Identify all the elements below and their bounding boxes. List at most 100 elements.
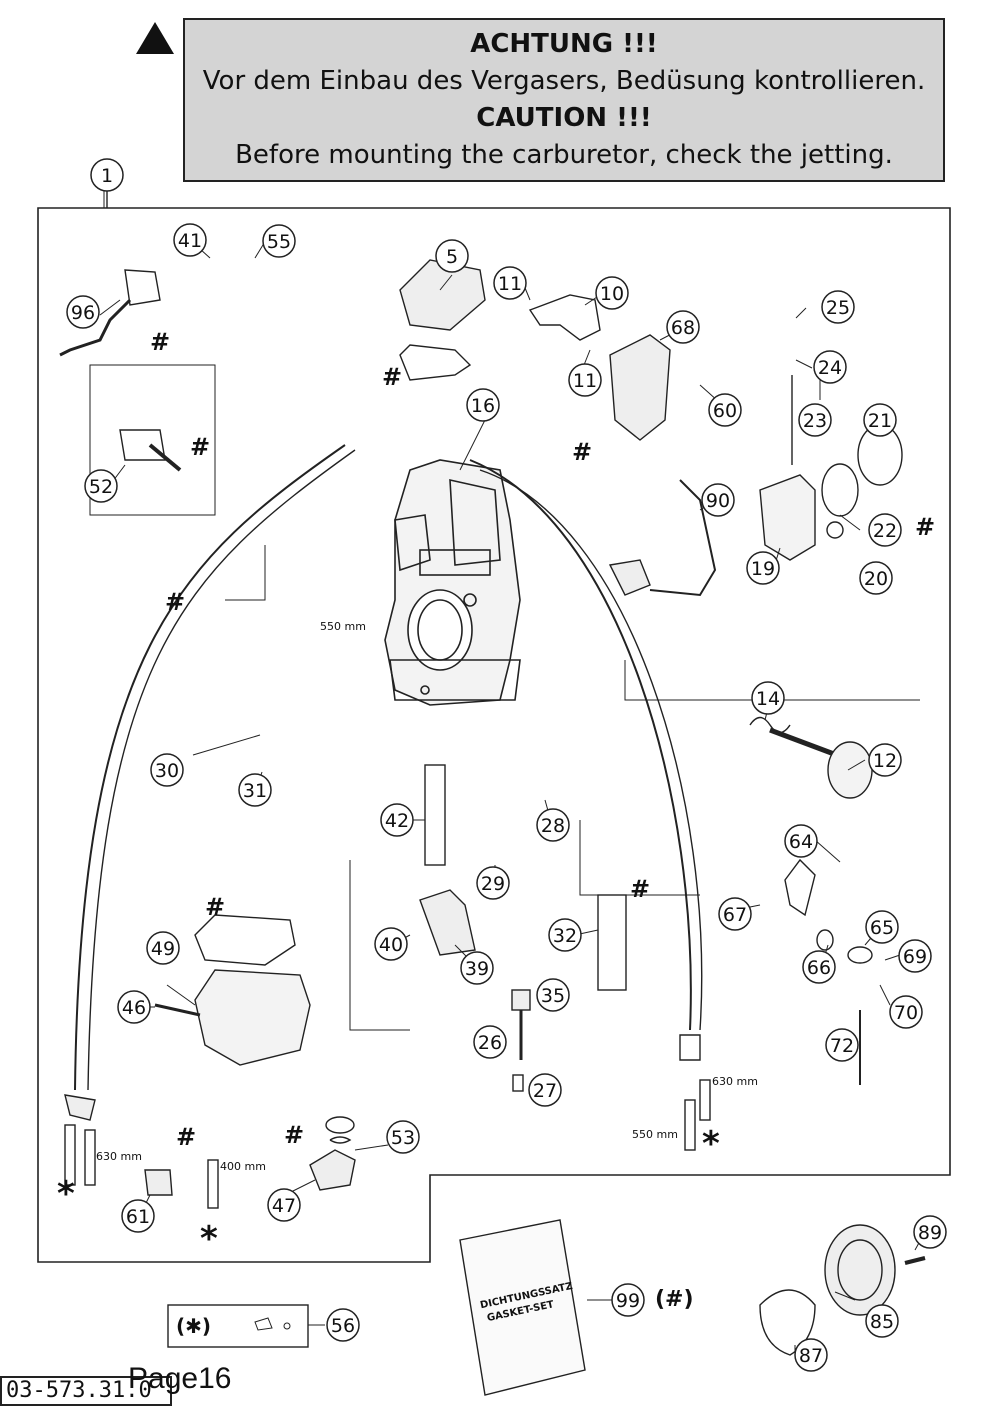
callout-14: 14 bbox=[751, 681, 785, 715]
callout-circle bbox=[813, 350, 847, 384]
callout-30: 30 bbox=[150, 753, 184, 787]
callout-label: 24 bbox=[818, 357, 842, 379]
callout-label: 22 bbox=[873, 520, 897, 542]
dimension-630-left: 630 mm bbox=[96, 1150, 142, 1163]
callout-circle bbox=[825, 1028, 859, 1062]
callout-70: 70 bbox=[889, 995, 923, 1029]
callout-19: 19 bbox=[746, 551, 780, 585]
callout-circle bbox=[666, 310, 700, 344]
callout-label: 12 bbox=[873, 750, 897, 772]
callout-circle bbox=[90, 158, 124, 192]
callout-circle bbox=[536, 808, 570, 842]
callout-circle bbox=[701, 483, 735, 517]
callout-label: 1 bbox=[101, 165, 113, 187]
callout-label: 30 bbox=[155, 760, 179, 782]
callout-label: 55 bbox=[267, 231, 291, 253]
callout-64: 64 bbox=[784, 824, 818, 858]
callout-label: 89 bbox=[918, 1222, 942, 1244]
callout-16: 16 bbox=[466, 388, 500, 422]
callout-label: 87 bbox=[799, 1345, 823, 1367]
callout-24: 24 bbox=[813, 350, 847, 384]
callout-96: 96 bbox=[66, 295, 100, 329]
callout-circle bbox=[435, 239, 469, 273]
callout-circle bbox=[746, 551, 780, 585]
callout-circle bbox=[326, 1308, 360, 1342]
callout-69: 69 bbox=[898, 939, 932, 973]
callout-label: 52 bbox=[89, 476, 113, 498]
callout-85: 85 bbox=[865, 1304, 899, 1338]
callout-circle bbox=[473, 1025, 507, 1059]
callout-circle bbox=[380, 803, 414, 837]
callout-label: 68 bbox=[671, 317, 695, 339]
callout-12: 12 bbox=[868, 743, 902, 777]
callout-circle bbox=[868, 743, 902, 777]
callout-89: 89 bbox=[913, 1215, 947, 1249]
callout-circle bbox=[802, 950, 836, 984]
callout-label: 56 bbox=[331, 1315, 355, 1337]
callout-label: 11 bbox=[498, 273, 522, 295]
hash-marker: # bbox=[284, 1121, 304, 1149]
callout-circle bbox=[460, 951, 494, 985]
callout-label: 14 bbox=[756, 688, 780, 710]
callout-68: 68 bbox=[666, 310, 700, 344]
callout-label: 46 bbox=[122, 997, 146, 1019]
callout-label: 99 bbox=[616, 1290, 640, 1312]
callout-circle bbox=[859, 561, 893, 595]
callout-25: 25 bbox=[821, 290, 855, 324]
callout-label: 31 bbox=[243, 780, 267, 802]
callout-49: 49 bbox=[146, 931, 180, 965]
hash-marker: # bbox=[572, 438, 592, 466]
callout-label: 60 bbox=[713, 400, 737, 422]
callout-circle bbox=[493, 266, 527, 300]
callout-27: 27 bbox=[528, 1073, 562, 1107]
callout-55: 55 bbox=[262, 224, 296, 258]
callout-circle bbox=[173, 223, 207, 257]
callout-label: 67 bbox=[723, 904, 747, 926]
callout-circle bbox=[784, 824, 818, 858]
warning-triangle-icon bbox=[136, 22, 174, 54]
hash-marker: # bbox=[176, 1123, 196, 1151]
callout-20: 20 bbox=[859, 561, 893, 595]
callout-26: 26 bbox=[473, 1025, 507, 1059]
callout-circle bbox=[386, 1120, 420, 1154]
warning-box: ACHTUNG !!! Vor dem Einbau des Vergasers… bbox=[183, 18, 945, 182]
gasket-ref-marker: (#) bbox=[655, 1287, 694, 1312]
callout-circle bbox=[865, 910, 899, 944]
callout-label: 70 bbox=[894, 1002, 918, 1024]
callout-label: 40 bbox=[379, 934, 403, 956]
warning-title-de: ACHTUNG !!! bbox=[470, 29, 658, 59]
callout-21: 21 bbox=[863, 403, 897, 437]
callout-53: 53 bbox=[386, 1120, 420, 1154]
callout-60: 60 bbox=[708, 393, 742, 427]
callout-circle bbox=[798, 403, 832, 437]
callout-label: 49 bbox=[151, 938, 175, 960]
callout-circle bbox=[751, 681, 785, 715]
callout-circle bbox=[117, 990, 151, 1024]
callout-circle bbox=[568, 363, 602, 397]
callout-label: 26 bbox=[478, 1032, 502, 1054]
callout-label: 64 bbox=[789, 831, 813, 853]
hash-marker: # bbox=[165, 588, 185, 616]
callout-47: 47 bbox=[267, 1188, 301, 1222]
callout-circle bbox=[146, 931, 180, 965]
callout-label: 66 bbox=[807, 957, 831, 979]
callout-label: 96 bbox=[71, 302, 95, 324]
callout-32: 32 bbox=[548, 918, 582, 952]
warning-title-en: CAUTION !!! bbox=[476, 103, 652, 133]
callout-66: 66 bbox=[802, 950, 836, 984]
callout-35: 35 bbox=[536, 978, 570, 1012]
hash-marker: # bbox=[630, 875, 650, 903]
callout-label: 61 bbox=[126, 1206, 150, 1228]
callout-22: 22 bbox=[868, 513, 902, 547]
callout-circle bbox=[868, 513, 902, 547]
callout-31: 31 bbox=[238, 773, 272, 807]
callout-circle bbox=[611, 1283, 645, 1317]
callout-label: 35 bbox=[541, 985, 565, 1007]
callout-circle bbox=[262, 224, 296, 258]
callout-label: 72 bbox=[830, 1035, 854, 1057]
callout-label: 23 bbox=[803, 410, 827, 432]
callout-circle bbox=[267, 1188, 301, 1222]
callout-circle bbox=[238, 773, 272, 807]
